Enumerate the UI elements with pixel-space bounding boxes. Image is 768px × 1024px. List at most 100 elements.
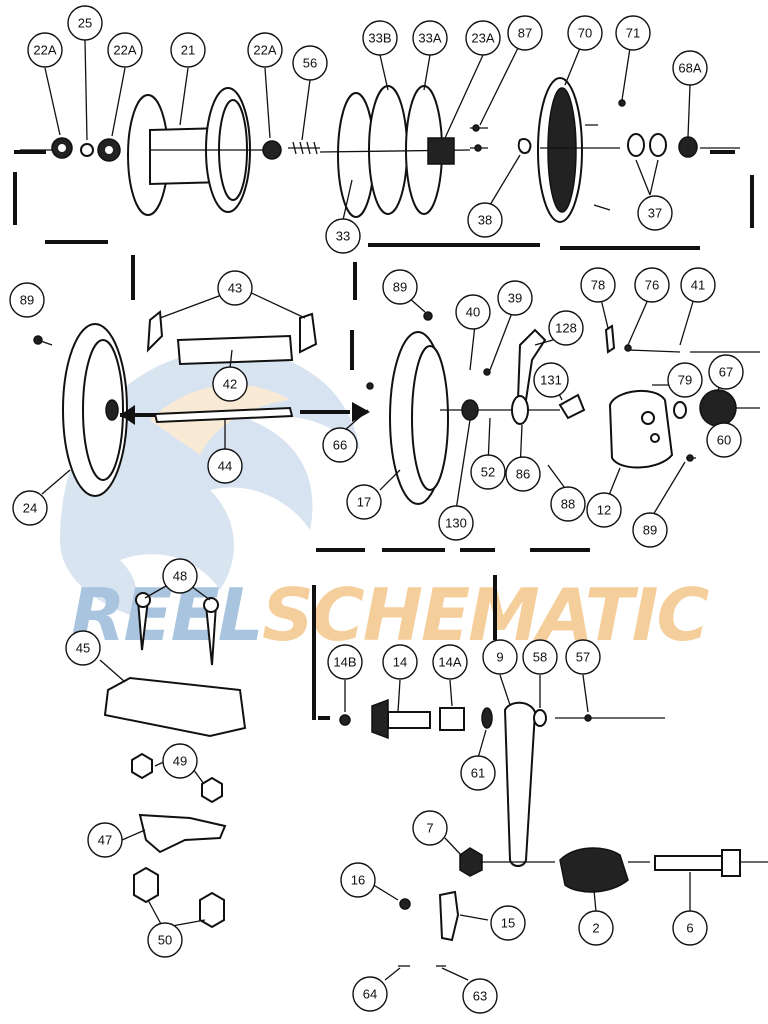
svg-text:128: 128 <box>555 321 577 336</box>
callout-60: 60 <box>706 422 742 458</box>
callout-16: 16 <box>340 862 376 898</box>
svg-text:37: 37 <box>648 206 662 221</box>
callout-79: 79 <box>667 362 703 398</box>
svg-text:14: 14 <box>393 655 407 670</box>
reel-frame-bar-42 <box>176 334 294 366</box>
svg-text:68A: 68A <box>678 61 701 76</box>
callout-6: 6 <box>672 910 708 946</box>
callout-64: 64 <box>352 976 388 1012</box>
callout-68a: 68A <box>672 50 708 86</box>
svg-text:39: 39 <box>508 291 522 306</box>
anti-reverse-dog-15 <box>438 890 460 942</box>
callout-21: 21 <box>170 32 206 68</box>
callout-24: 24 <box>12 490 48 526</box>
callout-38: 38 <box>467 202 503 238</box>
middle-left-parts <box>33 310 370 497</box>
callout-25: 25 <box>67 5 103 41</box>
callout-61: 61 <box>460 755 496 791</box>
svg-text:57: 57 <box>576 650 590 665</box>
svg-text:2: 2 <box>592 921 599 936</box>
svg-text:63: 63 <box>473 989 487 1004</box>
callout-37: 37 <box>637 195 673 231</box>
callout-50: 50 <box>147 922 183 958</box>
callout-88: 88 <box>550 486 586 522</box>
callout-57: 57 <box>565 639 601 675</box>
svg-text:67: 67 <box>719 365 733 380</box>
callout-39: 39 <box>497 280 533 316</box>
svg-text:9: 9 <box>496 650 503 665</box>
drag-washer-33b <box>368 85 408 215</box>
callout-58: 58 <box>522 639 558 675</box>
svg-text:64: 64 <box>363 987 377 1002</box>
svg-text:89: 89 <box>643 523 657 538</box>
callout-86: 86 <box>505 456 541 492</box>
svg-text:38: 38 <box>478 213 492 228</box>
svg-text:87: 87 <box>518 26 532 41</box>
lower-left-parts <box>103 592 247 929</box>
callout-78: 78 <box>580 267 616 303</box>
callout-41: 41 <box>680 267 716 303</box>
svg-text:50: 50 <box>158 933 172 948</box>
callout-22a-a: 22A <box>27 32 63 68</box>
svg-text:15: 15 <box>501 916 515 931</box>
callout-7: 7 <box>412 810 448 846</box>
svg-text:23A: 23A <box>471 31 494 46</box>
callout-71: 71 <box>615 15 651 51</box>
svg-text:41: 41 <box>691 278 705 293</box>
callout-52: 52 <box>470 454 506 490</box>
svg-text:16: 16 <box>351 873 365 888</box>
svg-text:48: 48 <box>173 569 187 584</box>
svg-text:56: 56 <box>303 56 317 71</box>
svg-text:49: 49 <box>173 754 187 769</box>
svg-text:52: 52 <box>481 465 495 480</box>
svg-text:89: 89 <box>393 280 407 295</box>
svg-text:86: 86 <box>516 467 530 482</box>
svg-text:6: 6 <box>686 921 693 936</box>
svg-text:70: 70 <box>578 26 592 41</box>
callout-48: 48 <box>162 558 198 594</box>
callout-15: 15 <box>490 905 526 941</box>
handle-arm-9 <box>503 701 537 867</box>
svg-text:14B: 14B <box>333 655 356 670</box>
lower-right-parts <box>339 698 768 967</box>
callout-12: 12 <box>586 492 622 528</box>
svg-text:33B: 33B <box>368 31 391 46</box>
svg-text:21: 21 <box>181 43 195 58</box>
callout-49: 49 <box>162 743 198 779</box>
callout-128: 128 <box>548 310 584 346</box>
svg-text:44: 44 <box>218 459 232 474</box>
svg-text:58: 58 <box>533 650 547 665</box>
svg-text:88: 88 <box>561 497 575 512</box>
clamp-47 <box>138 813 227 854</box>
svg-text:130: 130 <box>445 516 467 531</box>
svg-text:17: 17 <box>357 495 371 510</box>
svg-text:89: 89 <box>20 293 34 308</box>
svg-text:22A: 22A <box>113 43 136 58</box>
callout-66: 66 <box>322 427 358 463</box>
svg-text:22A: 22A <box>253 43 276 58</box>
svg-text:45: 45 <box>76 641 90 656</box>
svg-text:7: 7 <box>426 821 433 836</box>
callout-42: 42 <box>212 366 248 402</box>
callout-2: 2 <box>578 910 614 946</box>
svg-text:76: 76 <box>645 278 659 293</box>
callout-131: 131 <box>533 362 569 398</box>
pillar-rod-44 <box>153 406 294 424</box>
svg-text:47: 47 <box>98 833 112 848</box>
callout-9: 9 <box>482 639 518 675</box>
reel-seat-clamp-45 <box>103 676 247 738</box>
svg-text:14A: 14A <box>438 655 461 670</box>
callout-89-b: 89 <box>382 269 418 305</box>
svg-text:42: 42 <box>223 377 237 392</box>
svg-text:79: 79 <box>678 373 692 388</box>
svg-text:71: 71 <box>626 26 640 41</box>
callout-33a: 33A <box>412 20 448 56</box>
callout-89-c: 89 <box>632 512 668 548</box>
leader-lines <box>41 39 725 981</box>
svg-text:22A: 22A <box>33 43 56 58</box>
svg-text:61: 61 <box>471 766 485 781</box>
svg-text:66: 66 <box>333 438 347 453</box>
svg-text:78: 78 <box>591 278 605 293</box>
